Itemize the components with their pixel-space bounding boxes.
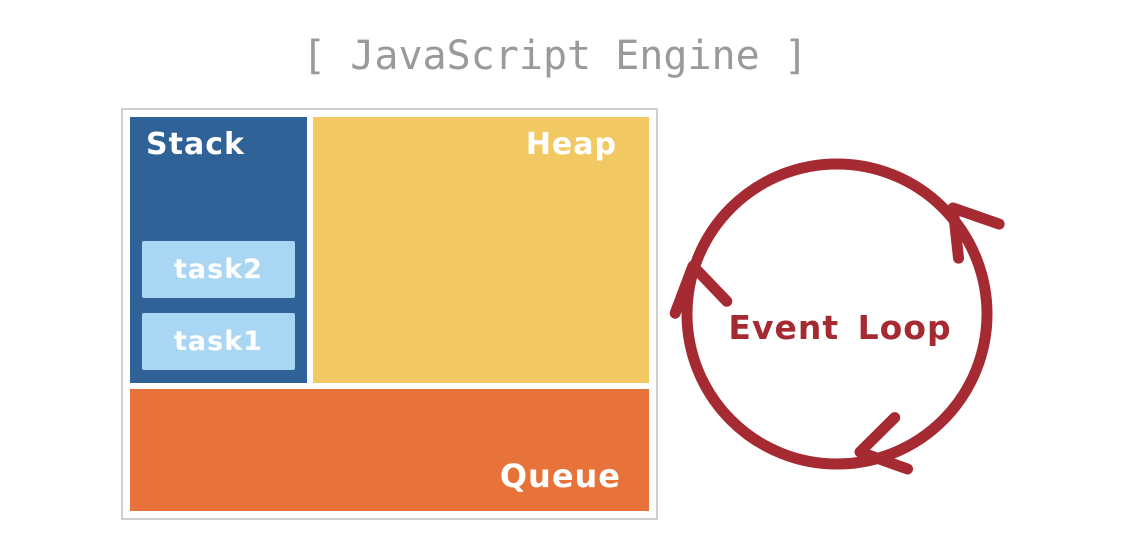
- queue-label: Queue: [499, 457, 621, 495]
- stack-task-item: task1: [142, 313, 295, 370]
- stack-label: Stack: [146, 127, 245, 162]
- heap-label: Heap: [525, 127, 617, 162]
- event-loop-label: Event Loop: [728, 308, 952, 347]
- event-loop-circle-icon: [669, 158, 1005, 475]
- loop-arrow-icon: [669, 260, 733, 319]
- loop-circle: [681, 158, 993, 470]
- engine-grid: Stack task2 task1 Heap Queue: [130, 117, 649, 511]
- queue-region: Queue: [130, 389, 649, 511]
- js-engine-box: Stack task2 task1 Heap Queue: [121, 108, 658, 520]
- diagram-title: [ JavaScript Engine ]: [302, 33, 808, 79]
- stack-region: Stack task2 task1: [130, 117, 307, 383]
- stack-task-item: task2: [142, 241, 295, 298]
- loop-arrow-icon: [854, 412, 914, 475]
- loop-arrow-icon: [947, 202, 1005, 264]
- heap-region: Heap: [313, 117, 649, 383]
